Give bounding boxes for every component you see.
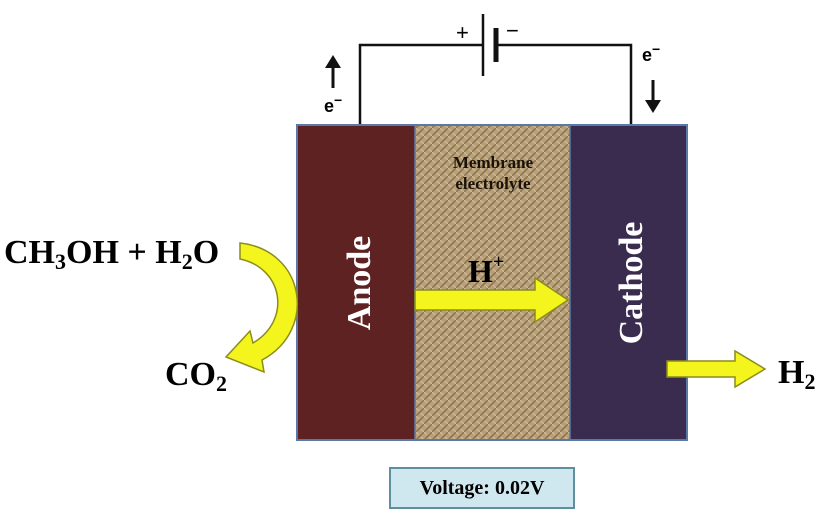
reactant-curved-arrow-icon	[224, 242, 298, 374]
reactants-subscript: 3	[55, 249, 66, 274]
membrane-label-line1: Membrane	[452, 153, 534, 172]
reactants-subscript: 2	[181, 249, 193, 274]
electron-up-arrow-icon	[325, 55, 341, 88]
battery-minus-sign: −	[506, 18, 519, 43]
reactants-label: CH3OH + H2O	[4, 236, 219, 273]
h2-base: H	[778, 354, 805, 391]
h2-subscript: 2	[804, 369, 816, 394]
voltage-readout: Voltage: 0.02V	[389, 467, 575, 509]
circuit-wire-right	[496, 43, 633, 125]
electron-superscript: −	[334, 92, 343, 108]
reactants-part: O	[192, 234, 220, 271]
reactants-part: CH	[4, 234, 55, 271]
co2-label: CO2	[165, 358, 227, 395]
membrane-label-line2: electrolyte	[455, 174, 531, 194]
anode-label: Anode	[341, 235, 378, 331]
electron-label-right: e−	[642, 42, 660, 64]
proton-superscript: +	[492, 251, 505, 273]
voltage-text: Voltage: 0.02V	[419, 476, 545, 499]
co2-subscript: 2	[216, 371, 227, 396]
h2-label: H2	[778, 356, 815, 393]
proton-arrow-icon	[414, 276, 570, 324]
cell-border	[296, 124, 688, 441]
membrane-block	[415, 125, 570, 440]
proton-label: H+	[468, 252, 504, 287]
electron-superscript: −	[652, 41, 661, 57]
proton-base: H	[468, 253, 493, 289]
h2-arrow-icon	[666, 349, 767, 389]
electron-base: e	[642, 45, 653, 65]
battery-plus-sign: +	[456, 20, 469, 45]
electron-label-left: e−	[324, 93, 342, 115]
cathode-label: Cathode	[613, 221, 650, 345]
electron-base: e	[324, 96, 335, 116]
cathode-block	[570, 125, 687, 440]
reactants-part: OH + H	[66, 234, 182, 271]
membrane-label: Membrane electrolyte	[418, 152, 568, 195]
circuit-wire	[358, 43, 483, 125]
co2-base: CO	[165, 356, 216, 393]
electron-down-arrow-icon	[645, 80, 661, 113]
anode-block	[297, 125, 415, 440]
